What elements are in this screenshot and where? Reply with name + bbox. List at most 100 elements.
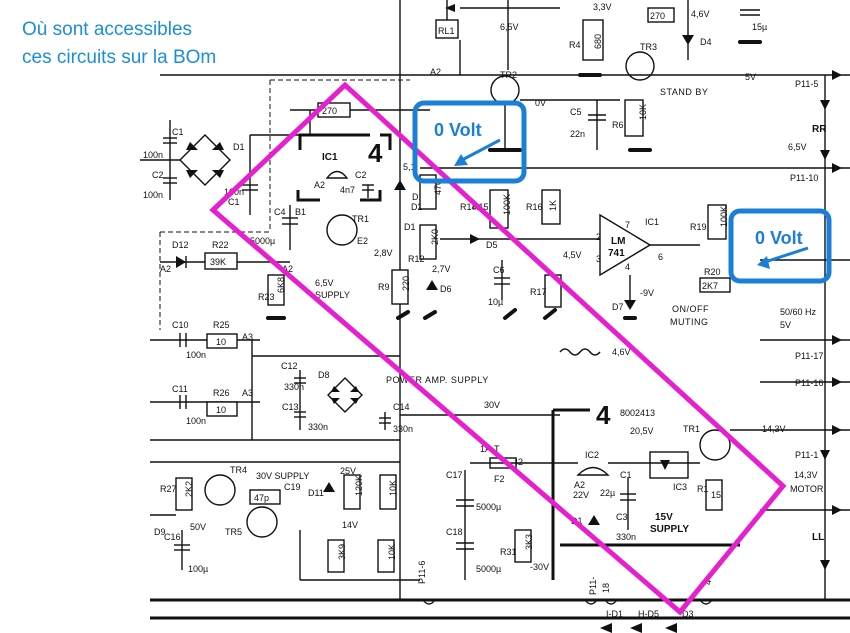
svg-text:C17: C17 (446, 470, 463, 480)
label-15v: 15V (655, 512, 673, 523)
svg-text:5,1: 5,1 (403, 162, 416, 172)
svg-text:R31: R31 (500, 547, 517, 557)
block-label-4b: 4 (596, 400, 611, 430)
left-rectifier: D1 C1 100n C2 100n C1 100n (140, 120, 258, 215)
svg-text:C3: C3 (616, 512, 628, 522)
label-ic2: IC2 (585, 450, 599, 460)
svg-text:22V: 22V (573, 490, 589, 500)
svg-text:4n7: 4n7 (340, 185, 355, 195)
label-motor-voltage: 14,3V (794, 470, 818, 480)
svg-text:C13: C13 (282, 402, 299, 412)
main-supply-caps: 1A-T B2 F2 C17 5000µ C18 5000µ 3K3 R31 -… (446, 444, 550, 580)
svg-text:C10: C10 (172, 320, 189, 330)
label-supply-30v: 30V SUPPLY (256, 471, 309, 481)
power-amp-supply: D8 POWER AMP. SUPPLY C12 330n C13 330n C… (281, 347, 631, 434)
svg-text:RL1: RL1 (438, 26, 455, 36)
svg-text:15µ: 15µ (752, 22, 767, 32)
svg-text:C2: C2 (355, 170, 367, 180)
svg-text:D8: D8 (318, 370, 330, 380)
svg-text:R16: R16 (526, 202, 543, 212)
svg-text:4: 4 (625, 262, 630, 272)
connector-p11: P11- (588, 577, 598, 595)
label-tr1-supply: TR1 (352, 214, 369, 224)
input-filters: C10 100n R25 10 A3 C11 100n R26 10 A3 (150, 320, 400, 441)
svg-text:10µ: 10µ (488, 297, 503, 307)
svg-text:A3: A3 (242, 388, 253, 398)
svg-text:D12: D12 (172, 240, 189, 250)
label-stand-by: STAND BY (660, 87, 708, 97)
svg-text:120K: 120K (354, 475, 364, 496)
svg-text:7: 7 (625, 220, 630, 230)
bottom-connectors: P11-6 P11- 18 4 I-D1 H-D5 D3 (417, 561, 713, 633)
svg-text:R22: R22 (212, 240, 229, 250)
label-ic1-reg: IC1 (322, 152, 338, 163)
connector-p11-5: P11-5 (795, 79, 818, 89)
svg-text:C11: C11 (172, 384, 188, 394)
svg-text:5000µ: 5000µ (476, 564, 501, 574)
svg-text:D5: D5 (486, 240, 498, 250)
label-ic3: IC3 (673, 482, 687, 492)
label-on-off: ON/OFF (672, 304, 709, 314)
callout-0-volt-2: 0 Volt (728, 208, 832, 284)
svg-text:R26: R26 (213, 388, 230, 398)
supply-30v: 2K2 R27 TR4 TR5 30V SUPPLY 47p C19 D11 1… (150, 461, 420, 581)
label-frequency: 50/60 Hz (780, 307, 817, 317)
svg-text:18: 18 (601, 583, 611, 593)
bottom-label-3: D3 (682, 609, 694, 619)
label-ic-code: 8002413 (620, 408, 655, 418)
svg-text:A2: A2 (160, 264, 171, 274)
label-rr: RR (812, 124, 827, 135)
svg-text:R6: R6 (612, 120, 624, 130)
annotation-note-line2: ces circuits sur la BOm (22, 47, 217, 68)
callout-0-volt-1: 0 Volt (412, 100, 527, 184)
svg-text:4,5V: 4,5V (563, 250, 582, 260)
svg-text:A2: A2 (282, 264, 293, 274)
svg-text:14,3V: 14,3V (762, 424, 786, 434)
standby-section: RL1 A2 6,5V TR2 0V R4 680 3,3V 270 4,6V … (430, 0, 767, 152)
bottom-label-1: I-D1 (606, 609, 623, 619)
svg-text:100n: 100n (186, 416, 206, 426)
connector-p11-17: P11-17 (795, 351, 823, 361)
svg-text:100n: 100n (186, 350, 206, 360)
bottom-label-2: H-D5 (638, 609, 659, 619)
svg-text:R25: R25 (213, 320, 230, 330)
svg-text:330n: 330n (616, 532, 636, 542)
svg-text:R19: R19 (690, 222, 707, 232)
svg-text:B2: B2 (512, 457, 523, 467)
svg-text:D9: D9 (154, 527, 166, 537)
svg-text:A2: A2 (314, 180, 325, 190)
annotation-note: Où sont accessibles ces circuits sur la … (22, 16, 216, 72)
svg-text:2K0: 2K0 (430, 229, 440, 245)
svg-text:10: 10 (216, 405, 226, 415)
label-frequency-v: 5V (780, 320, 791, 330)
svg-text:2,8V: 2,8V (374, 248, 393, 258)
svg-text:R4: R4 (569, 40, 581, 50)
label-motor: MOTOR (790, 484, 824, 494)
svg-text:D1: D1 (404, 222, 416, 232)
svg-text:10K: 10K (638, 104, 648, 120)
label-15v-supply: SUPPLY (650, 524, 689, 535)
svg-text:270: 270 (650, 11, 665, 21)
svg-text:C19: C19 (284, 482, 301, 492)
svg-text:C1: C1 (172, 127, 184, 137)
label-ll: LL (812, 532, 824, 543)
svg-text:3K9: 3K9 (337, 544, 347, 560)
svg-text:F2: F2 (494, 474, 505, 484)
svg-text:C18: C18 (446, 527, 463, 537)
label-tr4: TR4 (230, 465, 247, 475)
block-label-4a: 4 (368, 138, 383, 168)
svg-text:14V: 14V (342, 520, 358, 530)
svg-text:100µ: 100µ (188, 564, 208, 574)
supply-15v: 4 8002413 20,5V TR1 14,3V 14,3V MOTOR IC… (550, 400, 824, 580)
svg-text:C12: C12 (281, 361, 298, 371)
svg-text:4,6V: 4,6V (612, 347, 631, 357)
svg-text:R27: R27 (160, 484, 177, 494)
label-supply-6-5v-b: SUPPLY (315, 290, 350, 300)
label-tr5: TR5 (225, 527, 242, 537)
value-r270: 270 (322, 106, 337, 116)
voltage-5v-top: 5V (745, 72, 756, 82)
svg-text:C6: C6 (493, 265, 505, 275)
svg-text:D1: D1 (233, 142, 245, 152)
connector-p11-16: P11-16 (795, 378, 823, 388)
